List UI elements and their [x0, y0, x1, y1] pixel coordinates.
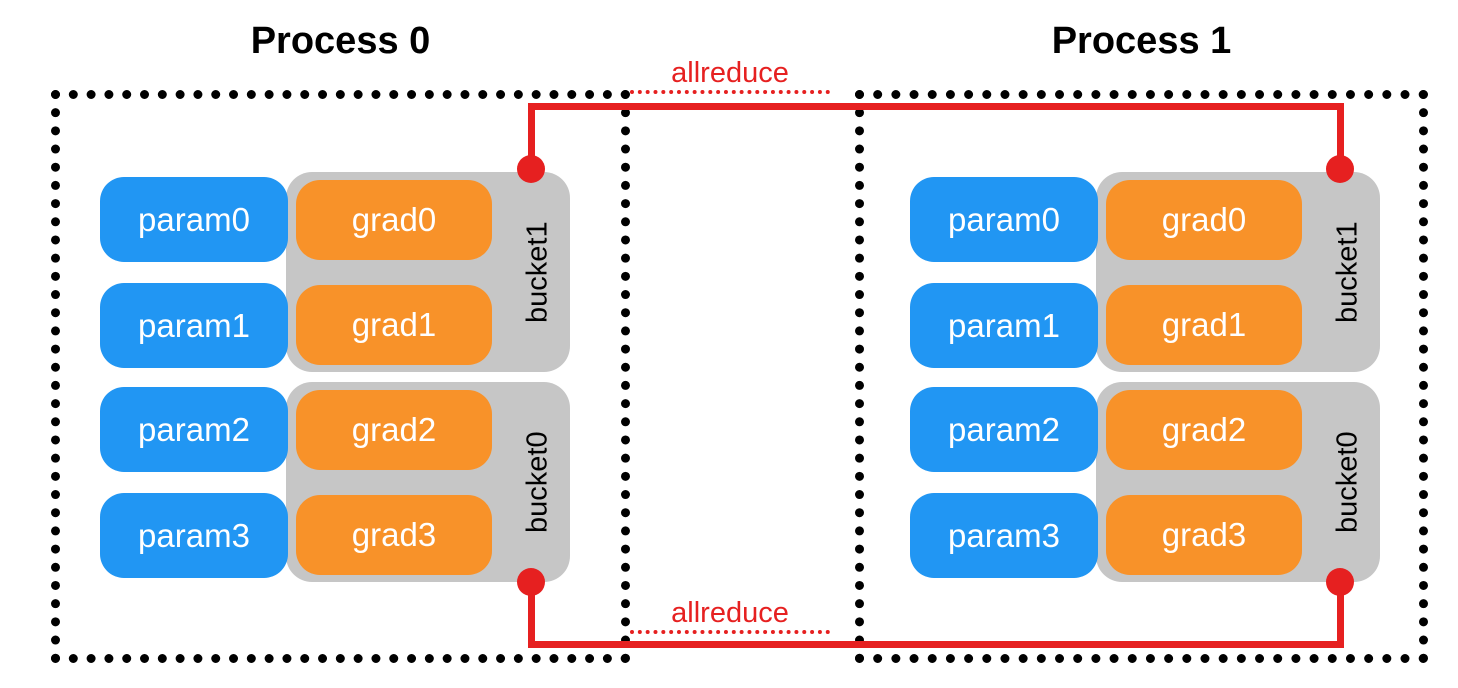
- allreduce-top-horizontal: [528, 103, 1344, 110]
- process-1-grad0[interactable]: grad0: [1106, 180, 1302, 260]
- process-0-param3-label: param3: [138, 516, 250, 554]
- process-0-param1[interactable]: param1: [100, 283, 288, 368]
- process-0-bucket1-label: bucket1: [521, 221, 554, 323]
- process-1-param0[interactable]: param0: [910, 177, 1098, 262]
- process-0-grad2[interactable]: grad2: [296, 390, 492, 470]
- process-0-boundary: [51, 90, 630, 663]
- process-0-grad1[interactable]: grad1: [296, 285, 492, 365]
- process-1-grad1-label: grad1: [1161, 306, 1247, 343]
- process-0-param0-label: param0: [138, 200, 250, 238]
- allreduce-bottom-label: allreduce: [630, 598, 830, 635]
- process-0-param3[interactable]: param3: [100, 493, 288, 578]
- process-1-bucket0-label: bucket0: [1331, 431, 1364, 533]
- process-1-param2[interactable]: param2: [910, 387, 1098, 472]
- process-0-grad3[interactable]: grad3: [296, 495, 492, 575]
- allreduce-top-left-node: [517, 155, 545, 183]
- process-1-grad3[interactable]: grad3: [1106, 495, 1302, 575]
- process-0-title: Process 0: [250, 20, 431, 62]
- allreduce-bottom-left-node: [517, 568, 545, 596]
- process-1-param2-label: param2: [948, 410, 1060, 448]
- process-0-grad3-label: grad3: [351, 516, 437, 553]
- allreduce-top-label: allreduce: [630, 58, 830, 95]
- process-1-grad2[interactable]: grad2: [1106, 390, 1302, 470]
- process-0-param0[interactable]: param0: [100, 177, 288, 262]
- process-1-grad2-label: grad2: [1161, 411, 1247, 448]
- process-1-grad0-label: grad0: [1161, 201, 1247, 238]
- process-1-param1[interactable]: param1: [910, 283, 1098, 368]
- allreduce-top-right-node: [1326, 155, 1354, 183]
- process-0-grad0[interactable]: grad0: [296, 180, 492, 260]
- process-1-param3[interactable]: param3: [910, 493, 1098, 578]
- allreduce-bottom-right-node: [1326, 568, 1354, 596]
- process-0-grad1-label: grad1: [351, 306, 437, 343]
- process-1-grad3-label: grad3: [1161, 516, 1247, 553]
- process-0-grad2-label: grad2: [351, 411, 437, 448]
- process-1-boundary: [855, 90, 1428, 663]
- process-0-bucket0-label: bucket0: [521, 431, 554, 533]
- process-0-param2-label: param2: [138, 410, 250, 448]
- process-1-title: Process 1: [1051, 20, 1232, 62]
- process-1-bucket1-label: bucket1: [1331, 221, 1364, 323]
- allreduce-bottom-right-vertical: [1337, 582, 1344, 646]
- process-1-grad1[interactable]: grad1: [1106, 285, 1302, 365]
- process-0-param2[interactable]: param2: [100, 387, 288, 472]
- process-1-param1-label: param1: [948, 306, 1060, 344]
- process-0-grad0-label: grad0: [351, 201, 437, 238]
- allreduce-top-left-vertical: [528, 106, 535, 170]
- process-1-param3-label: param3: [948, 516, 1060, 554]
- allreduce-bottom-left-vertical: [528, 582, 535, 646]
- allreduce-top-right-vertical: [1337, 106, 1344, 170]
- process-1-param0-label: param0: [948, 200, 1060, 238]
- process-0-param1-label: param1: [138, 306, 250, 344]
- allreduce-bottom-horizontal: [528, 641, 1344, 648]
